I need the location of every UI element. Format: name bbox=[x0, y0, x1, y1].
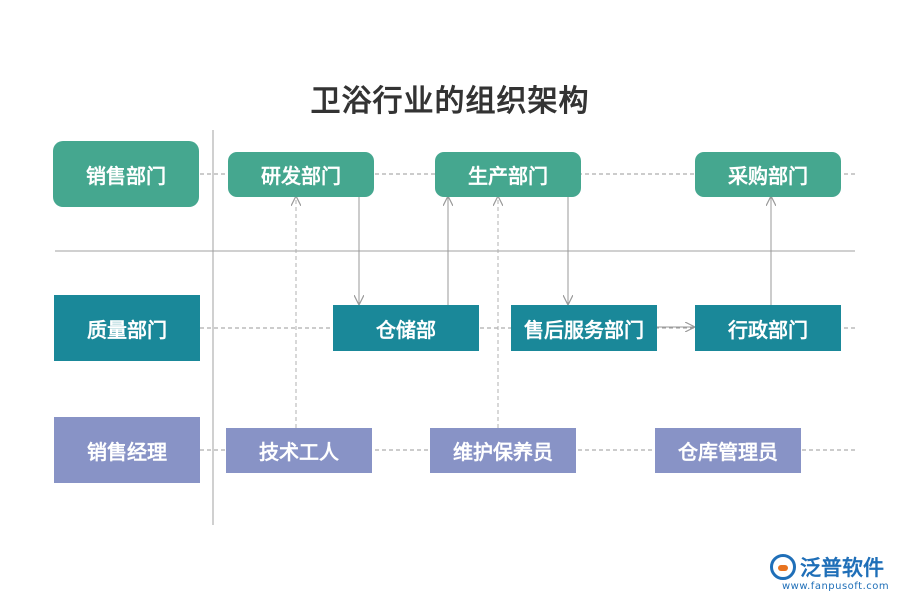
node-warehouse-dept: 仓储部 bbox=[333, 305, 479, 351]
brand-name: 泛普软件 bbox=[800, 556, 884, 580]
node-aftersales-dept: 售后服务部门 bbox=[511, 305, 657, 351]
node-maintenance-staff: 维护保养员 bbox=[430, 428, 576, 473]
row-label-sales-dept: 销售部门 bbox=[53, 141, 199, 207]
node-admin-dept: 行政部门 bbox=[695, 305, 841, 351]
row-label-sales-manager: 销售经理 bbox=[54, 417, 200, 483]
node-warehouse-manager: 仓库管理员 bbox=[655, 428, 801, 473]
row-label-quality-dept: 质量部门 bbox=[54, 295, 200, 361]
node-purchasing-dept: 采购部门 bbox=[695, 152, 841, 197]
brand-logo: 泛普软件 bbox=[770, 552, 884, 582]
page-title: 卫浴行业的组织架构 bbox=[310, 84, 590, 119]
node-rnd-dept: 研发部门 bbox=[228, 152, 374, 197]
node-technician: 技术工人 bbox=[226, 428, 372, 473]
brand-logo-icon bbox=[770, 554, 796, 580]
brand-url: www.fanpusoft.com bbox=[782, 581, 890, 592]
node-production-dept: 生产部门 bbox=[435, 152, 581, 197]
